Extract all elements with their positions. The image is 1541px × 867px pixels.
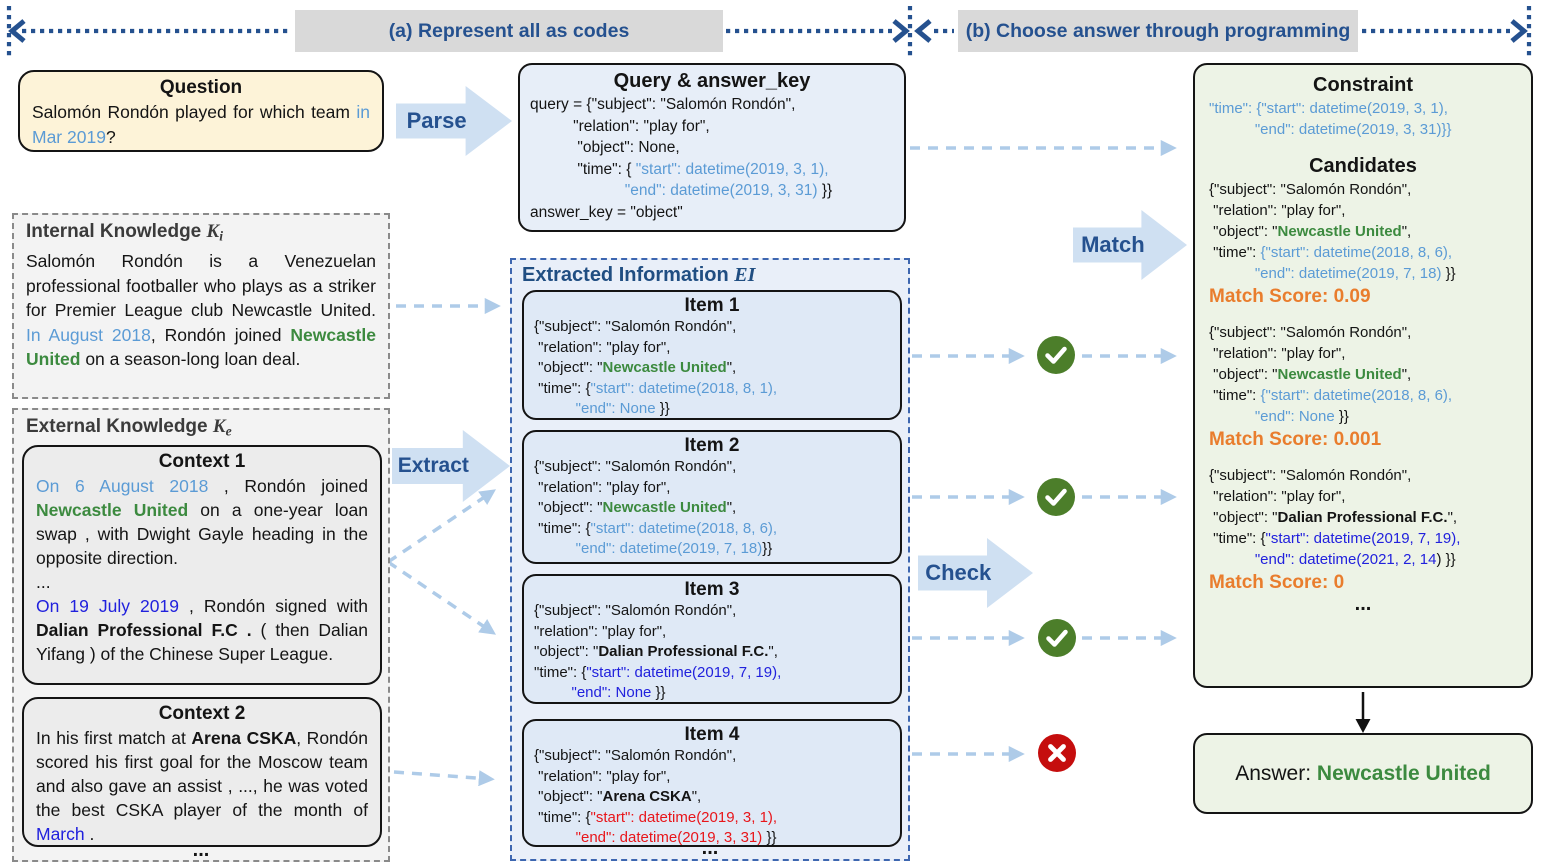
context2-text: In his first match at Arena CSKA, Rondón…	[36, 728, 373, 844]
candidates-title: Candidates	[1309, 155, 1417, 177]
ei-item-3: Item 3 {"subject": "Salomón Rondón", "re…	[522, 574, 902, 704]
parse-arrow: Parse	[396, 86, 512, 156]
item-code: {"subject": "Salomón Rondón", "relation"…	[534, 318, 778, 417]
extract-arrow: Extract	[392, 430, 510, 502]
check-arrow: Check	[918, 538, 1033, 608]
item-title: Item 1	[684, 295, 740, 316]
section-a-label: (a) Represent all as codes	[295, 10, 723, 52]
arrow-right-icon	[1510, 19, 1528, 43]
internal-knowledge-title: Internal Knowledge Ki	[26, 221, 224, 244]
answer-text: Answer: Newcastle United	[1235, 761, 1491, 785]
arrow-right-icon	[892, 19, 910, 43]
candidate-code: {"subject": "Salomón Rondón", "relation"…	[1209, 467, 1461, 568]
item-title: Item 2	[684, 435, 740, 456]
section-b-label: (b) Choose answer through programming	[958, 10, 1358, 52]
external-knowledge-box: External Knowledge Ke Context 1 On 6 Aug…	[12, 408, 390, 862]
candidates-ellipsis: ...	[1354, 593, 1372, 615]
extracted-information-box: Extracted Information EI Item 1 {"subjec…	[510, 258, 910, 861]
answer-box: Answer: Newcastle United	[1193, 733, 1533, 814]
constraint-candidates-box: Constraint "time": {"start": datetime(20…	[1193, 63, 1533, 688]
item-code: {"subject": "Salomón Rondón", "relation"…	[534, 458, 778, 557]
ei-item-1: Item 1 {"subject": "Salomón Rondón", "re…	[522, 290, 902, 420]
arrow-left-icon	[914, 19, 932, 43]
block-arrow-shape	[392, 430, 510, 502]
block-arrow-shape	[396, 86, 512, 156]
flow-arrow-down-head	[1355, 719, 1371, 733]
connector-context2-to-item4	[393, 770, 495, 787]
context1-text: On 6 August 2018 , Rondón joined Newcast…	[36, 476, 373, 664]
arrow-left-icon	[8, 19, 26, 43]
check-icon	[1037, 618, 1077, 658]
match-score: Match Score: 0.09	[1209, 286, 1371, 307]
question-box: Question Salomón Rondón played for which…	[18, 70, 384, 152]
internal-knowledge-text: Salomón Rondón is a Venezuelan professio…	[26, 251, 381, 370]
external-knowledge-title: External Knowledge Ke	[26, 416, 232, 439]
question-title: Question	[159, 77, 243, 98]
block-arrow-shape	[918, 538, 1033, 608]
constraint-code: "time": {"start": datetime(2019, 3, 1), …	[1209, 100, 1452, 138]
check-arrow-label: Check	[925, 560, 992, 585]
query-title: Query & answer_key	[613, 70, 811, 92]
query-box: Query & answer_key query = {"subject": "…	[518, 63, 906, 232]
candidate-code: {"subject": "Salomón Rondón", "relation"…	[1209, 181, 1456, 282]
query-code: query = {"subject": "Salomón Rondón", "r…	[530, 96, 833, 221]
ei-title: Extracted Information EI	[522, 264, 756, 286]
context1-title: Context 1	[158, 451, 246, 472]
external-ellipsis: ...	[192, 839, 210, 861]
ei-ellipsis: ...	[701, 837, 719, 859]
item-title: Item 4	[684, 724, 740, 745]
match-score: Match Score: 0	[1209, 572, 1345, 593]
check-icon	[1036, 335, 1076, 375]
match-arrow-label: Match	[1081, 232, 1145, 257]
parse-arrow-label: Parse	[406, 108, 467, 133]
candidate-code: {"subject": "Salomón Rondón", "relation"…	[1209, 324, 1453, 425]
item-code: {"subject": "Salomón Rondón", "relation"…	[534, 747, 778, 846]
match-score: Match Score: 0.001	[1209, 429, 1382, 450]
block-arrow-shape	[1073, 210, 1187, 280]
connector-context1-to-item2	[387, 489, 497, 564]
internal-knowledge-box: Internal Knowledge Ki Salomón Rondón is …	[12, 213, 390, 399]
extract-arrow-label: Extract	[397, 454, 469, 477]
match-arrow: Match	[1073, 210, 1187, 280]
context2-box: Context 2 In his first match at Arena CS…	[22, 697, 382, 847]
connector-context1-to-item3	[387, 560, 497, 635]
context1-box: Context 1 On 6 August 2018 , Rondón join…	[22, 445, 382, 685]
constraint-title: Constraint	[1313, 74, 1413, 96]
item-code: {"subject": "Salomón Rondón", "relation"…	[534, 602, 782, 701]
cross-icon	[1037, 733, 1077, 773]
ei-item-2: Item 2 {"subject": "Salomón Rondón", "re…	[522, 430, 902, 564]
check-icon	[1036, 477, 1076, 517]
ei-item-4: Item 4 {"subject": "Salomón Rondón", "re…	[522, 719, 902, 847]
item-title: Item 3	[684, 579, 740, 600]
question-text: Salomón Rondón played for which team in …	[32, 102, 375, 147]
context2-title: Context 2	[158, 703, 246, 724]
